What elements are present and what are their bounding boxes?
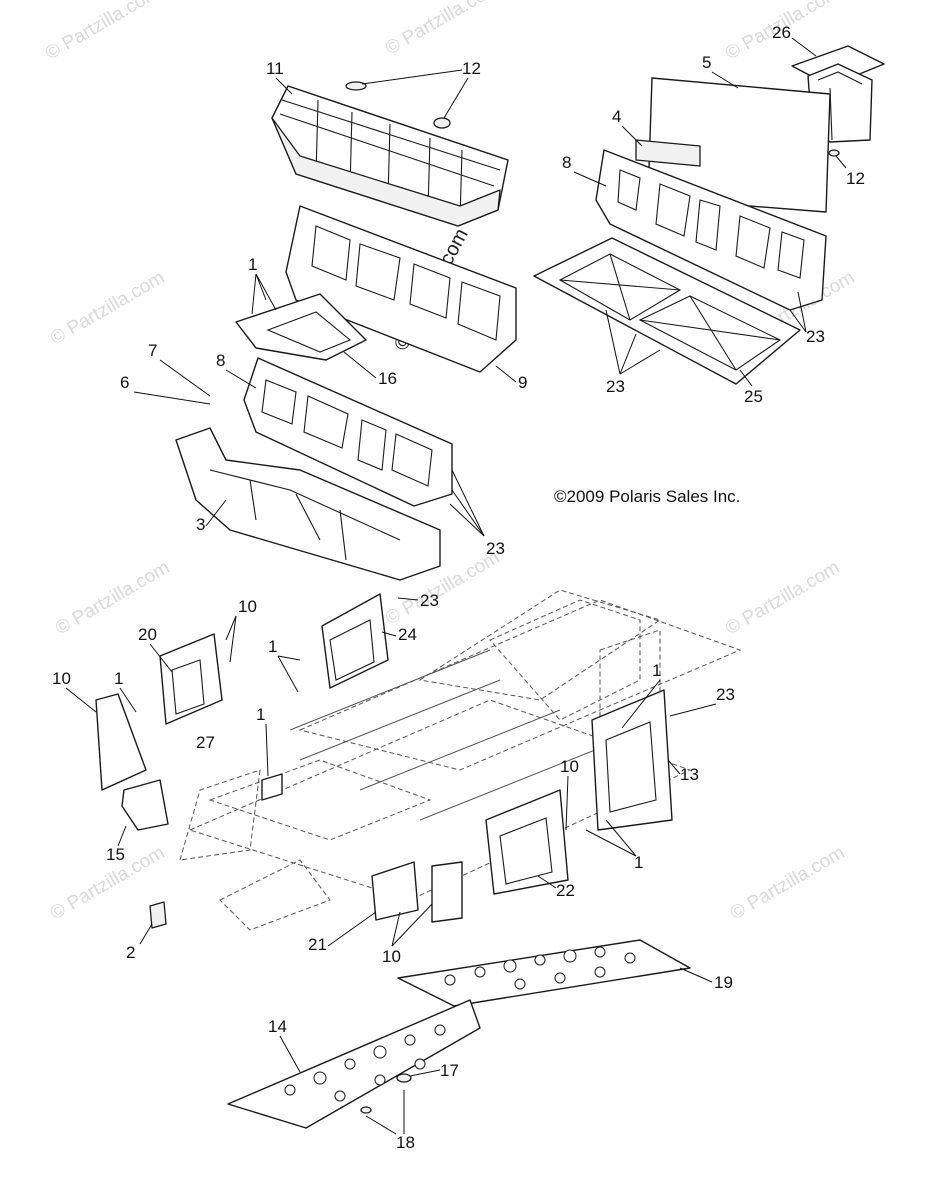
callout-label: 13 — [680, 765, 699, 784]
callout-label: 10 — [52, 669, 71, 688]
callout-label: 20 — [138, 625, 157, 644]
callout-label: 1 — [268, 637, 277, 656]
callout-label: 1 — [248, 255, 257, 274]
watermark: © Partzilla.com — [42, 0, 163, 64]
watermark: © Partzilla.com — [47, 267, 168, 349]
storage-box-part — [271, 81, 509, 227]
callout-label: 23 — [606, 377, 625, 396]
chassis-frame — [179, 589, 742, 931]
callout-label: 23 — [716, 685, 735, 704]
callout-label: 15 — [106, 845, 125, 864]
callout-label: 6 — [120, 373, 129, 392]
callout-label: 19 — [714, 973, 733, 992]
rear-dash-panel-part — [285, 205, 517, 373]
callout-label: 8 — [216, 351, 225, 370]
callout-label: 1 — [652, 661, 661, 680]
callout-label: 3 — [196, 515, 205, 534]
watermark: © Partzilla.com — [382, 0, 503, 59]
callout-label: 10 — [238, 597, 257, 616]
callout-label: 23 — [420, 591, 439, 610]
floor-plate-parts — [227, 939, 691, 1129]
callout-label: 14 — [268, 1017, 287, 1036]
callout-label: 23 — [806, 327, 825, 346]
callout-label: 18 — [396, 1133, 415, 1152]
callout-label: 26 — [772, 23, 791, 42]
callout-label: 23 — [486, 539, 505, 558]
copyright-notice: ©2009 Polaris Sales Inc. — [554, 487, 740, 506]
callout-label: 16 — [378, 369, 397, 388]
panel-parts — [635, 77, 831, 213]
side-panel-parts — [95, 593, 673, 929]
watermark: © Partzilla.com — [727, 842, 848, 924]
callout-label: 10 — [560, 757, 579, 776]
callout-label: 5 — [702, 53, 711, 72]
callout-label: 1 — [634, 853, 643, 872]
callout-label: 17 — [440, 1061, 459, 1080]
callout-label: 1 — [256, 705, 265, 724]
callout-label: 27 — [196, 733, 215, 752]
callout-label: 1 — [114, 669, 123, 688]
callout-label: 22 — [556, 881, 575, 900]
callout-label: 7 — [148, 341, 157, 360]
dash-panel-part-middle — [243, 357, 453, 507]
callout-label: 25 — [744, 387, 763, 406]
callout-label: 21 — [308, 935, 327, 954]
callout-label: 4 — [612, 107, 621, 126]
callout-labels: 11 12 26 5 4 8 12 1 16 9 7 6 8 23 23 25 … — [52, 23, 865, 1152]
callout-label: 9 — [518, 373, 527, 392]
floor-console-part — [175, 427, 441, 581]
leader-lines — [65, 37, 847, 1135]
floor-tray-part — [533, 237, 801, 385]
callout-label: 8 — [562, 153, 571, 172]
callout-label: 12 — [846, 169, 865, 188]
watermark: © Partzilla.com — [722, 557, 843, 639]
callout-label: 10 — [382, 947, 401, 966]
callout-label: 24 — [398, 625, 417, 644]
callout-label: 11 — [266, 59, 284, 78]
callout-label: 2 — [126, 943, 135, 962]
small-tray-part — [235, 293, 367, 361]
callout-label: 12 — [462, 59, 481, 78]
